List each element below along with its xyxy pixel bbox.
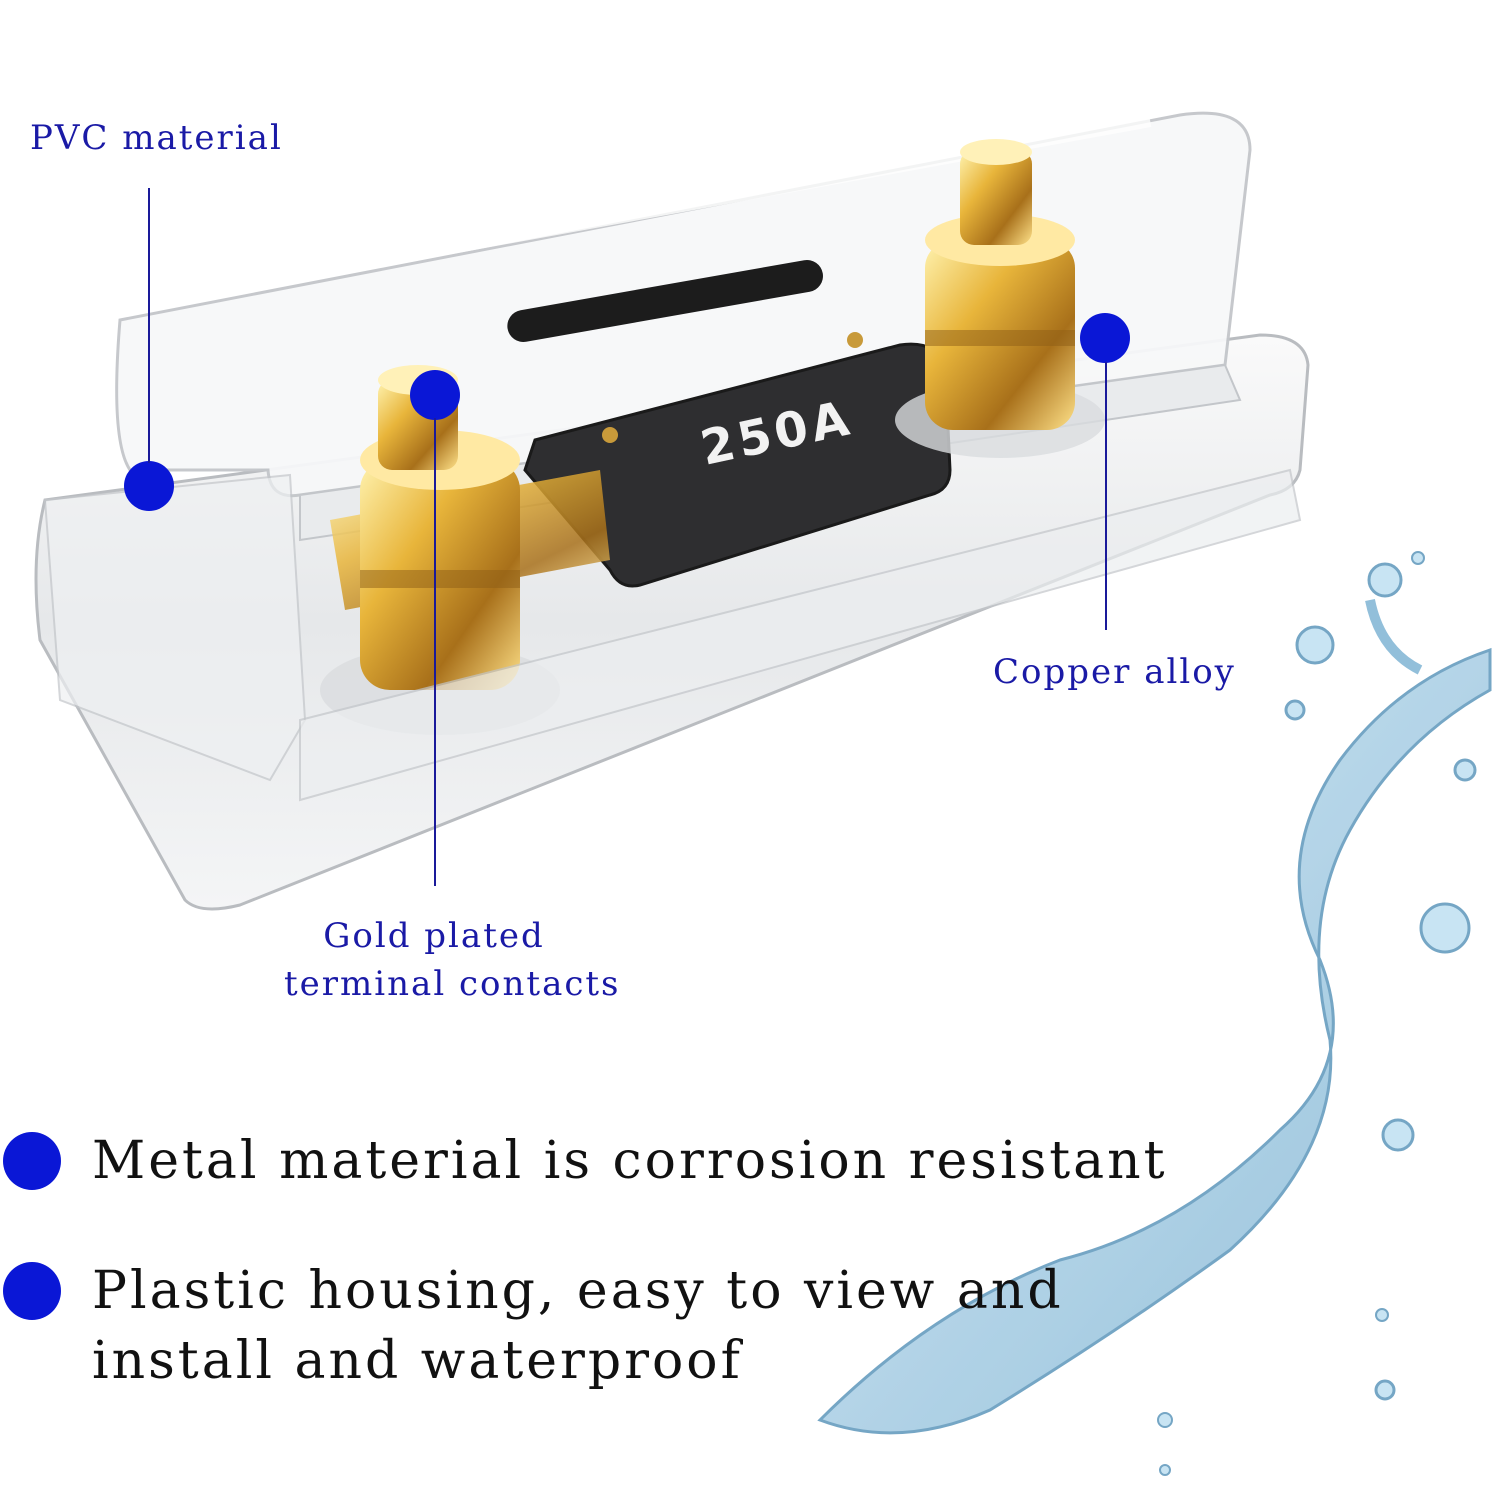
pvc-leader-line (148, 188, 150, 463)
water-splash (817, 551, 1492, 1476)
callout-pvc-material: PVC material (30, 118, 283, 158)
copper-leader-line (1105, 362, 1107, 630)
callout-gold-plated: Gold plated terminal contacts (284, 912, 621, 1008)
right-terminal (895, 139, 1105, 458)
callout-gold-line-1: Gold plated (323, 916, 545, 956)
pvc-marker-dot (124, 461, 174, 511)
feature-bullet-1 (3, 1132, 61, 1190)
feature-text-1: Metal material is corrosion resistant (92, 1131, 1168, 1191)
copper-marker-dot (1080, 313, 1130, 363)
cover-slot (507, 259, 823, 342)
callout-gold-line-2: terminal contacts (284, 964, 621, 1004)
feature-bullet-2 (3, 1262, 61, 1320)
callout-copper-alloy: Copper alloy (993, 652, 1236, 692)
feature-text-2b: install and waterproof (92, 1331, 743, 1391)
gold-leader-line (434, 418, 436, 886)
gold-marker-dot (410, 370, 460, 420)
feature-text-2a: Plastic housing, easy to view and (92, 1261, 1064, 1321)
